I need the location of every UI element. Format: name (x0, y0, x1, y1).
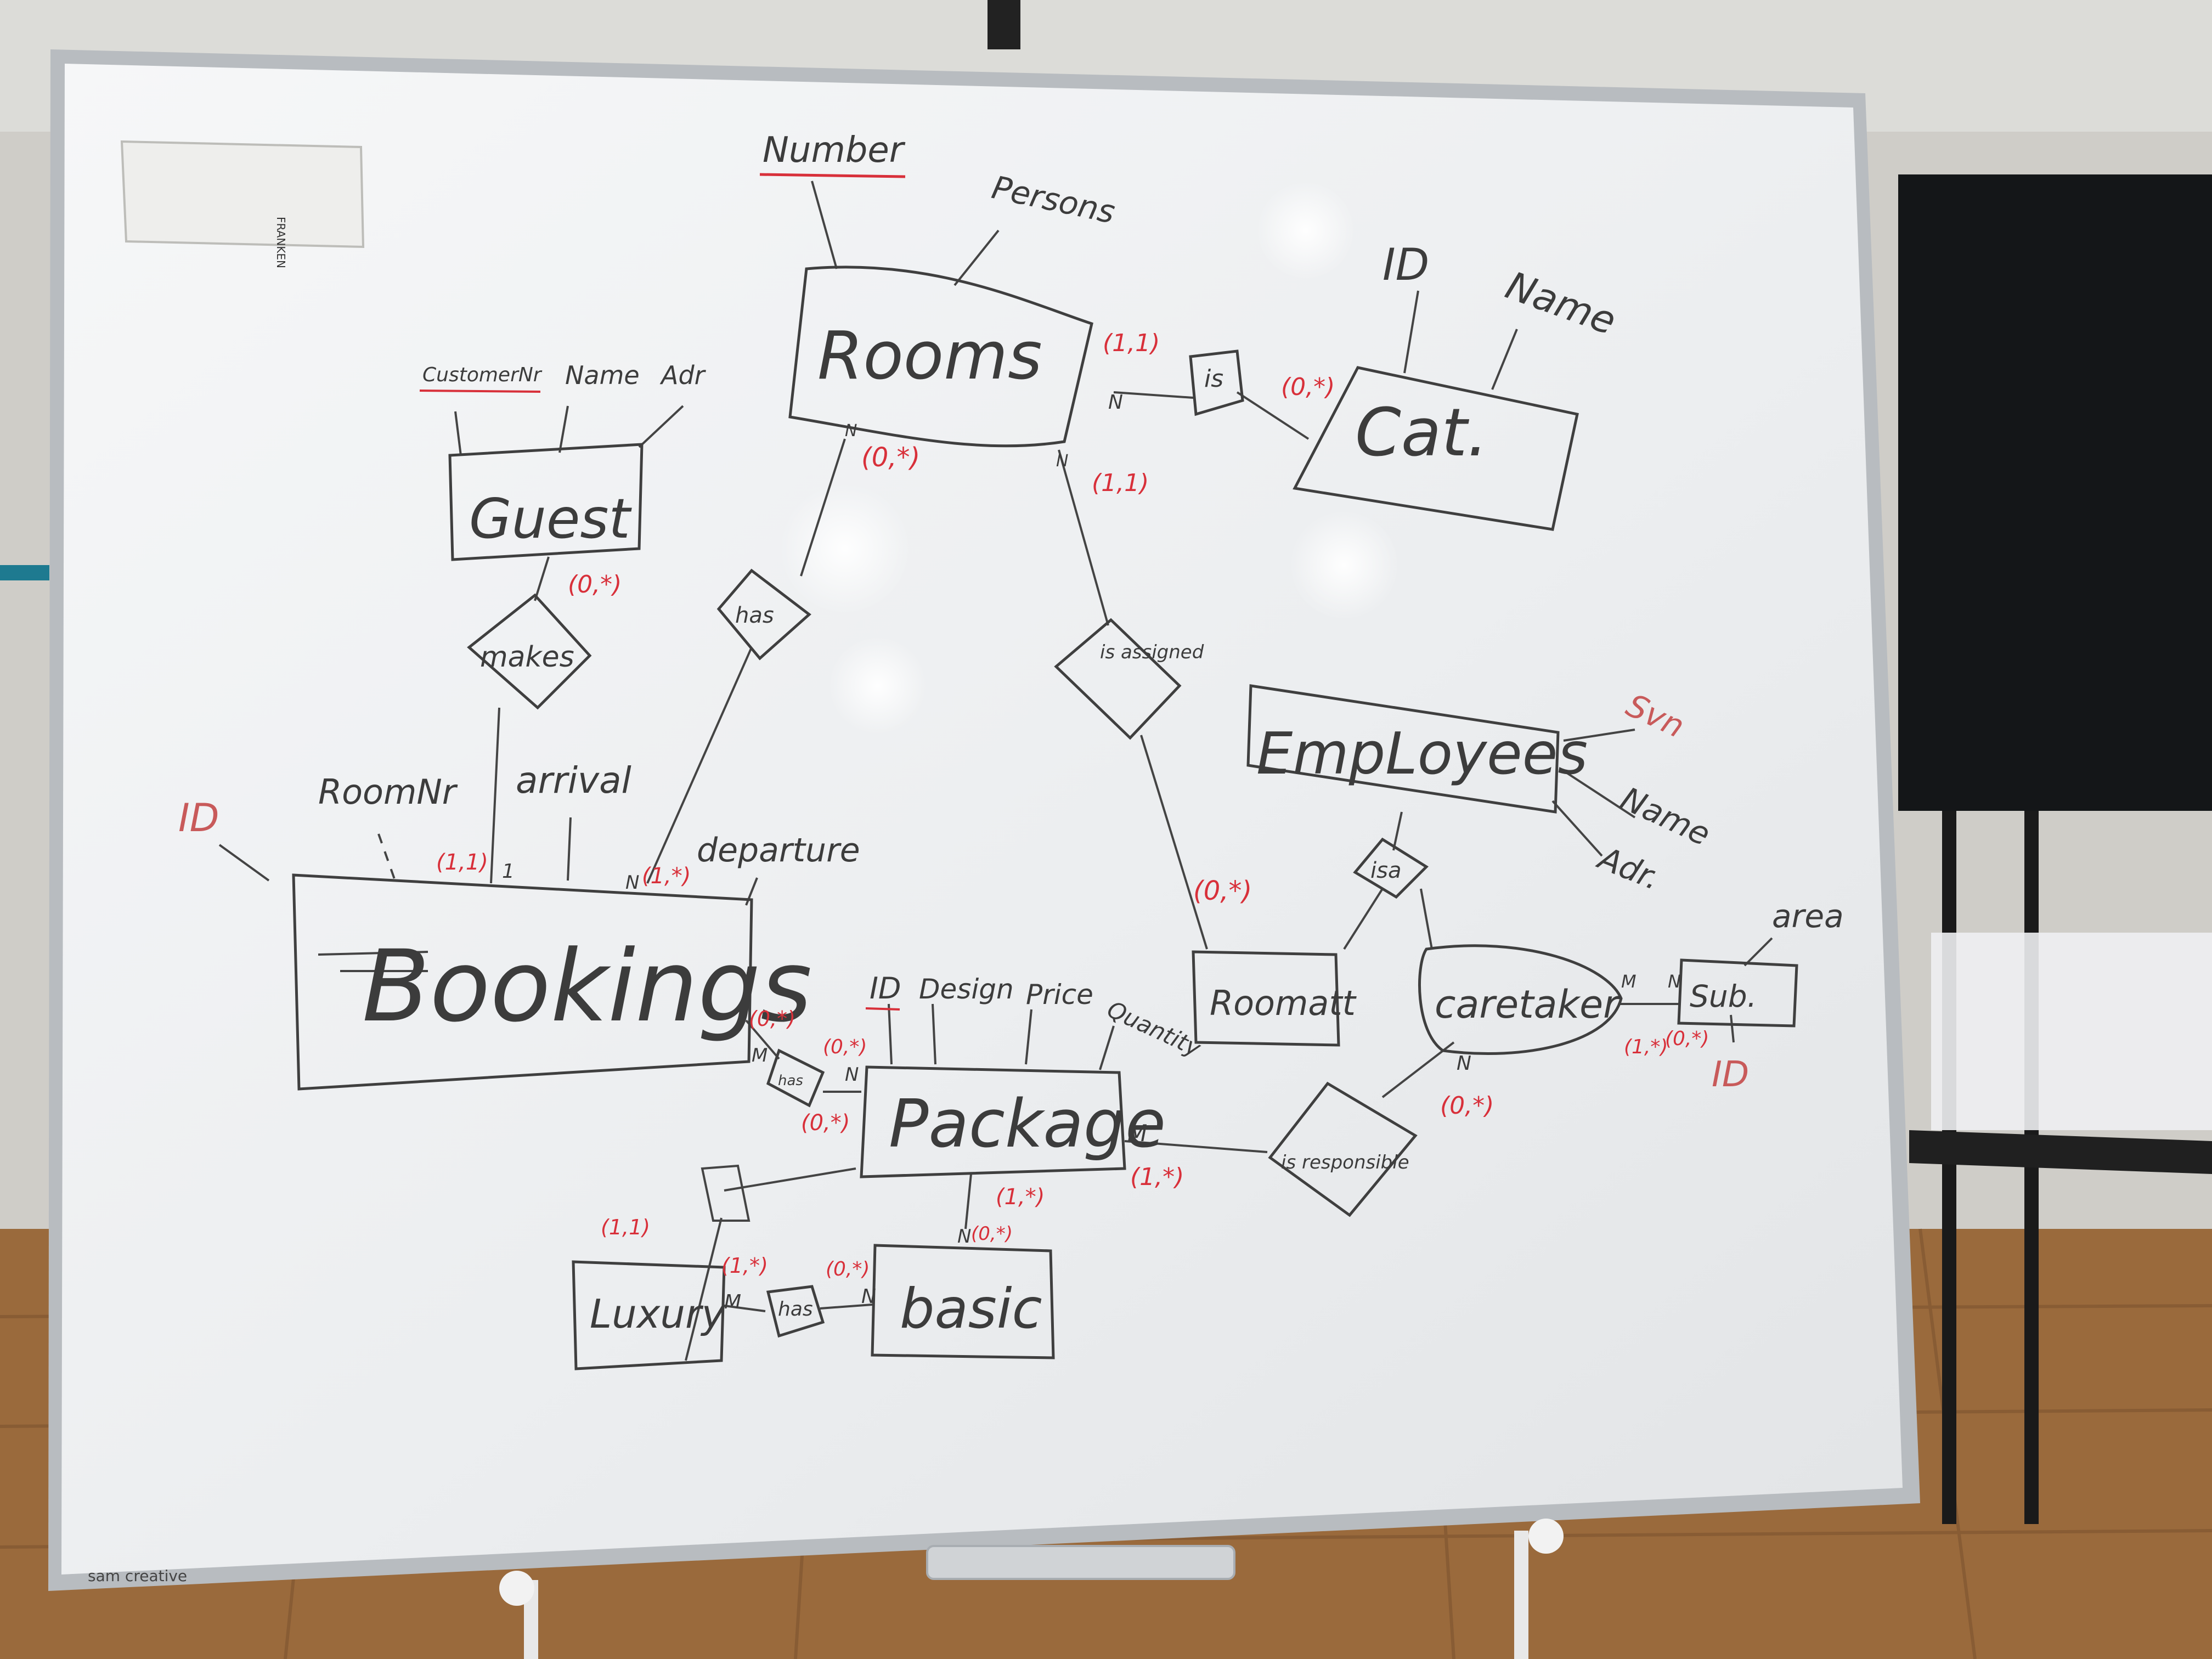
attr-cat-id: ID (1383, 239, 1429, 290)
attr-bookings-arrival: arrival (516, 759, 632, 802)
entity-bookings-label: Bookings (362, 929, 812, 1044)
entity-cat: Cat. (1293, 366, 1579, 531)
card-roomatt-assigned: (0,*) (1193, 876, 1252, 906)
svg-text:is responsible: is responsible (1281, 1152, 1409, 1173)
attr-guest-name: Name (565, 360, 640, 390)
card-luxury-isa: (1,1) (601, 1215, 650, 1239)
entity-caretaker-label: caretaker (1435, 982, 1621, 1027)
card-package-isa: (0,*) (801, 1110, 850, 1136)
relationship-rooms-roomatt: is assigned (1054, 618, 1204, 740)
svg-text:isa: isa (1370, 858, 1401, 883)
whiteboard (48, 49, 1920, 1591)
er-diagram: Rooms Cat. Guest Bookings Package EmpLoy… (178, 130, 1844, 1370)
entity-package-label: Package (889, 1086, 1166, 1163)
entity-bookings: Bookings (292, 873, 812, 1091)
cardinality-labels: (1,1) (0,*) (0,*) (1,1) (0,*) (1,1) (1,*… (436, 329, 1709, 1280)
attr-bookings-id: ID (178, 795, 219, 840)
svg-text:N: N (845, 421, 857, 441)
attribute-stems (218, 180, 1773, 1070)
card-bookings-has: (1,*) (642, 864, 691, 889)
svg-text:N: N (1056, 452, 1068, 471)
card-package-basic: (1,*) (996, 1184, 1045, 1210)
card-bookings-makes: (1,1) (436, 850, 488, 875)
entity-roomatt-label: Roomatt (1210, 983, 1357, 1023)
connector-lines (490, 391, 1679, 1361)
entity-roomatt: Roomatt (1192, 950, 1357, 1047)
entity-luxury: Luxury (572, 1164, 751, 1370)
svg-text:N: N (861, 1285, 876, 1308)
card-sub-caretaker: (0,*) (1665, 1028, 1709, 1050)
card-basic-package: (0,*) (971, 1223, 1013, 1245)
card-rooms-is: (1,1) (1103, 329, 1160, 357)
entity-sub-label: Sub. (1690, 979, 1757, 1014)
entity-basic: basic (871, 1244, 1055, 1359)
entity-cat-label: Cat. (1355, 395, 1488, 471)
relationship-package-caretaker: is responsible (1268, 1081, 1418, 1217)
svg-text:has: has (778, 1073, 803, 1089)
relationship-bookings-package: has (766, 1048, 825, 1108)
svg-text:M: M (752, 1045, 768, 1066)
relationship-rooms-cat: is (1189, 349, 1244, 416)
card-basic-has: (0,*) (826, 1258, 870, 1280)
board-stand (499, 1519, 1564, 1659)
multiplicity-labels: N N N 1 N M N M N M N M N N (502, 391, 1681, 1313)
svg-text:has: has (778, 1298, 813, 1321)
attr-package-design: Design (919, 973, 1014, 1005)
svg-text:1: 1 (502, 860, 515, 883)
card-package-resp: (1,*) (1130, 1163, 1184, 1191)
card-caretaker-resp: (0,*) (1440, 1092, 1494, 1120)
attr-package-id: ID (870, 971, 901, 1006)
entity-luxury-label: Luxury (590, 1291, 726, 1337)
relationship-rooms-bookings: has (716, 568, 811, 661)
svg-text:N: N (957, 1226, 971, 1248)
card-bookings-pkg: (0,*) (749, 1007, 795, 1031)
card-luxury-has: (1,*) (721, 1254, 768, 1278)
card-caretaker-sub: (1,*) (1624, 1036, 1668, 1058)
entity-package: Package (860, 1065, 1166, 1178)
entity-sub: Sub. (1677, 958, 1798, 1028)
attr-guest-customernr: CustomerNr (422, 364, 543, 386)
attr-bookings-departure: departure (697, 831, 860, 870)
svg-text:M: M (724, 1291, 741, 1313)
svg-text:is: is (1204, 365, 1223, 393)
svg-text:has: has (735, 603, 774, 628)
svg-text:N: N (625, 872, 639, 894)
relationship-employees-isa: isa (1353, 837, 1429, 899)
card-rooms-has: (0,*) (861, 442, 920, 473)
attr-package-price: Price (1026, 979, 1093, 1011)
entity-guest: Guest (448, 443, 644, 561)
wall-device: FRANKEN (120, 140, 365, 268)
card-guest-makes: (0,*) (568, 571, 622, 599)
svg-text:N: N (1108, 391, 1123, 414)
device-label: FRANKEN (274, 217, 287, 268)
card-cat-is: (0,*) (1281, 373, 1335, 401)
attr-sub-id: ID (1712, 1054, 1749, 1095)
entity-rooms-label: Rooms (817, 318, 1042, 394)
entity-employees-label: EmpLoyees (1256, 720, 1588, 787)
card-rooms-assigned: (1,1) (1092, 469, 1149, 497)
svg-text:M: M (1621, 971, 1637, 992)
entity-guest-label: Guest (469, 487, 632, 551)
relationship-guest-bookings: makes (467, 593, 592, 710)
entity-caretaker: caretaker (1418, 944, 1623, 1055)
svg-text:makes: makes (480, 641, 574, 674)
tv-screen (1898, 174, 2212, 1524)
entity-employees: EmpLoyees (1246, 684, 1588, 814)
brand-label: sam creative (88, 1567, 187, 1585)
card-package-has: (0,*) (823, 1036, 867, 1058)
entity-rooms: Rooms (788, 266, 1093, 448)
attr-rooms-number: Number (763, 130, 906, 171)
relationship-luxury-basic: has (766, 1285, 825, 1338)
svg-text:N: N (1457, 1052, 1471, 1075)
entity-basic-label: basic (900, 1277, 1042, 1341)
svg-text:N: N (845, 1064, 859, 1086)
svg-text:N: N (1668, 971, 1681, 992)
svg-text:is assigned: is assigned (1100, 641, 1204, 663)
attr-bookings-roomnr: RoomNr (318, 772, 458, 812)
attr-guest-adr: Adr (659, 360, 707, 390)
svg-text:M: M (1127, 1120, 1147, 1147)
attr-sub-area: area (1772, 898, 1844, 935)
